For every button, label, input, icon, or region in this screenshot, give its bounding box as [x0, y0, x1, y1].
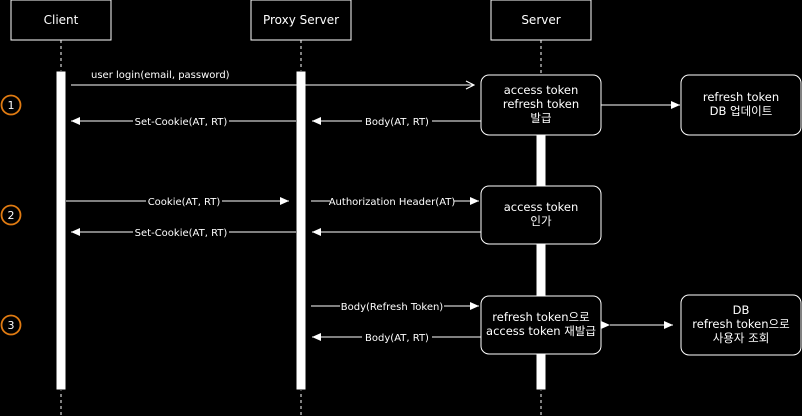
box-db-update: refresh token DB 업데이트	[680, 74, 802, 136]
box-db-update-line-1: refresh token	[703, 90, 779, 104]
box-db-lookup-line-1: DB	[733, 303, 750, 317]
proxy-activation	[295, 70, 307, 391]
message-body-refresh: Body(Refresh Token)	[311, 300, 479, 313]
step-2-number: 2	[8, 209, 15, 222]
step-3-number: 3	[8, 319, 15, 332]
participant-proxy-label: Proxy Server	[263, 13, 339, 27]
box-db-lookup-line-3: 사용자 조회	[713, 331, 770, 345]
message-body-1-label: Body(AT, RT)	[365, 117, 429, 128]
box-db-lookup-line-2: refresh token으로	[692, 317, 789, 331]
participant-client: Client	[10, 0, 112, 41]
message-set-cookie-2: Set-Cookie(AT, RT)	[71, 226, 296, 239]
step-2-badge: 2	[0, 204, 22, 226]
participant-client-label: Client	[44, 13, 79, 27]
step-3-badge: 3	[0, 314, 22, 336]
client-activation	[55, 70, 67, 391]
message-body-refresh-label: Body(Refresh Token)	[341, 302, 444, 313]
box-issue-line-3: 발급	[530, 111, 551, 125]
step-1-number: 1	[8, 99, 15, 112]
message-body-1: Body(AT, RT)	[312, 115, 481, 128]
message-login-label: user login(email, password)	[91, 70, 230, 81]
message-set-cookie-1: Set-Cookie(AT, RT)	[71, 115, 296, 128]
participant-server: Server	[490, 0, 592, 41]
box-db-update-line-2: DB 업데이트	[710, 104, 773, 118]
box-issue-line-1: access token	[504, 83, 579, 97]
message-login: user login(email, password)	[71, 70, 474, 85]
participant-server-label: Server	[521, 13, 560, 27]
box-reissue: refresh token으로 access token 재발급	[480, 295, 602, 355]
box-db-lookup: DB refresh token으로 사용자 조회	[680, 294, 802, 356]
message-set-cookie-2-label: Set-Cookie(AT, RT)	[135, 228, 228, 239]
message-cookie: Cookie(AT, RT)	[66, 195, 289, 208]
message-cookie-label: Cookie(AT, RT)	[148, 197, 221, 208]
step-1-badge: 1	[0, 94, 22, 116]
message-set-cookie-1-label: Set-Cookie(AT, RT)	[135, 117, 228, 128]
message-body-3: Body(AT, RT)	[312, 331, 481, 344]
message-auth-header-label: Authorization Header(AT)	[329, 197, 456, 208]
box-issue-line-2: refresh token	[503, 97, 579, 111]
box-issue-tokens: access token refresh token 발급	[480, 74, 602, 136]
box-authorize-line-2: 인가	[530, 214, 552, 228]
box-reissue-line-1: refresh token으로	[492, 310, 589, 324]
box-authorize: access token 인가	[480, 185, 602, 245]
message-auth-header: Authorization Header(AT)	[311, 195, 479, 208]
box-authorize-line-1: access token	[504, 200, 579, 214]
message-body-3-label: Body(AT, RT)	[365, 333, 429, 344]
participant-proxy: Proxy Server	[250, 0, 352, 41]
box-reissue-line-2: access token 재발급	[486, 324, 596, 338]
